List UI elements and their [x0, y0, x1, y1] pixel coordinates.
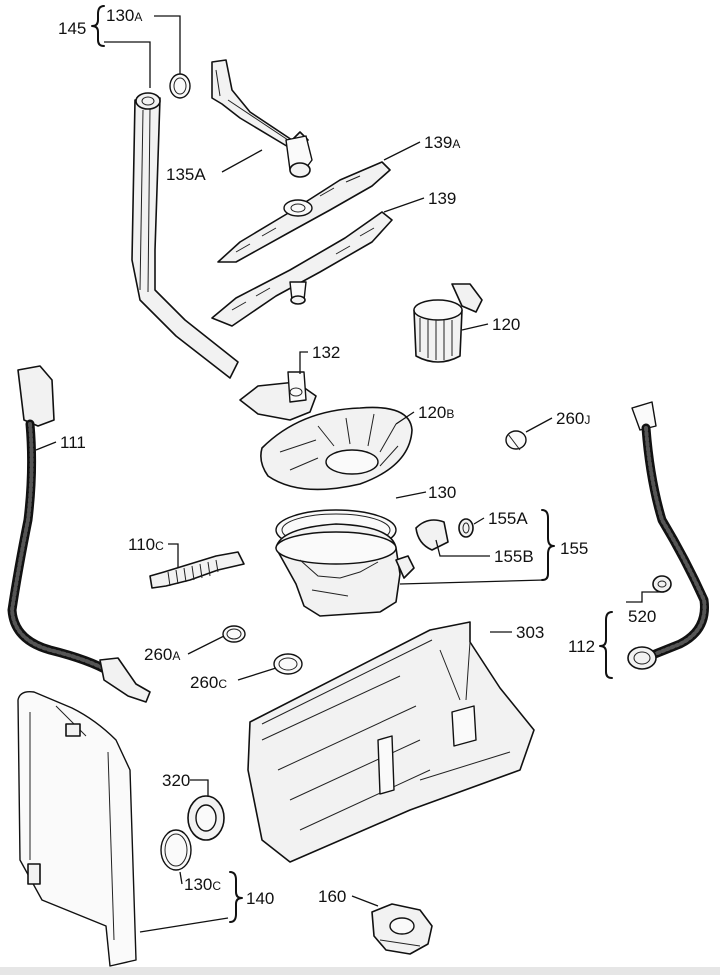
label-260j: 260J [556, 409, 590, 428]
part-110c-drain-hose [149, 551, 245, 589]
label-112: 112 [568, 637, 595, 656]
brace-155 [541, 509, 555, 581]
label-260j-suffix: J [584, 413, 590, 427]
part-120b-filter-plate [260, 406, 413, 491]
label-260a-number: 260 [144, 645, 172, 664]
part-155b-valve-cap [415, 519, 449, 551]
part-132-sensor [239, 371, 317, 421]
label-145: 145 [58, 19, 86, 38]
label-132: 132 [312, 343, 340, 362]
part-155a-bushing [458, 518, 474, 538]
label-130c: 130C [184, 875, 221, 894]
label-303: 303 [516, 623, 544, 642]
part-260a-clamp [222, 625, 246, 643]
brace-112 [599, 611, 613, 679]
part-139-lower-spray-arm [211, 211, 393, 327]
label-110c-suffix: C [155, 539, 164, 553]
part-139a-upper-spray-arm [217, 161, 391, 263]
part-145-supply-pipe [131, 92, 239, 379]
part-260c-clamp [273, 653, 303, 675]
label-155b: 155B [494, 547, 534, 566]
part-260j-clamp [505, 430, 527, 451]
bottom-strip [0, 967, 720, 975]
label-130c-suffix: C [212, 879, 221, 893]
label-139a-number: 139 [424, 133, 452, 152]
label-130a: 130A [106, 6, 142, 25]
label-260c-suffix: C [218, 677, 227, 691]
part-130c-oring [160, 829, 192, 871]
part-120-filter [413, 283, 483, 363]
label-120: 120 [492, 315, 520, 334]
sump-assembly [275, 523, 415, 617]
label-155a: 155A [488, 509, 528, 528]
label-130: 130 [428, 483, 456, 502]
brace-140 [229, 871, 243, 923]
part-135a-arm-support [211, 59, 313, 178]
brace-145 [91, 5, 105, 47]
label-111: 111 [60, 433, 86, 452]
part-520-clip [652, 575, 672, 593]
label-520: 520 [628, 607, 656, 626]
label-139a-suffix: A [452, 137, 460, 151]
part-320-seal [187, 795, 225, 841]
part-140-panel [17, 690, 137, 967]
label-139a: 139A [424, 133, 460, 152]
label-260c: 260C [190, 673, 227, 692]
label-135a: 135A [166, 165, 206, 184]
part-160-pump [371, 903, 433, 955]
label-155: 155 [560, 539, 588, 558]
label-320: 320 [162, 771, 190, 790]
label-120b-suffix: B [446, 407, 454, 421]
part-130a-oring [169, 73, 191, 99]
part-112-drain-hose [627, 401, 709, 670]
label-160: 160 [318, 887, 346, 906]
label-130a-suffix: A [134, 10, 142, 24]
label-110c-number: 110 [128, 535, 155, 554]
part-303-base [247, 621, 535, 863]
callout-labels: 145 130A 135A 139A 139 120 132 111 120B … [58, 6, 656, 908]
label-139: 139 [428, 189, 456, 208]
label-130a-number: 130 [106, 6, 134, 25]
label-260a-suffix: A [172, 649, 180, 663]
label-130c-number: 130 [184, 875, 212, 894]
label-260j-number: 260 [556, 409, 584, 428]
label-110c: 110C [128, 535, 164, 554]
label-120b-number: 120 [418, 403, 446, 422]
part-111-inlet-hose [7, 365, 151, 703]
leader-lines [35, 15, 664, 933]
label-140: 140 [246, 889, 274, 908]
label-260c-number: 260 [190, 673, 218, 692]
label-120b: 120B [418, 403, 454, 422]
label-260a: 260A [144, 645, 180, 664]
